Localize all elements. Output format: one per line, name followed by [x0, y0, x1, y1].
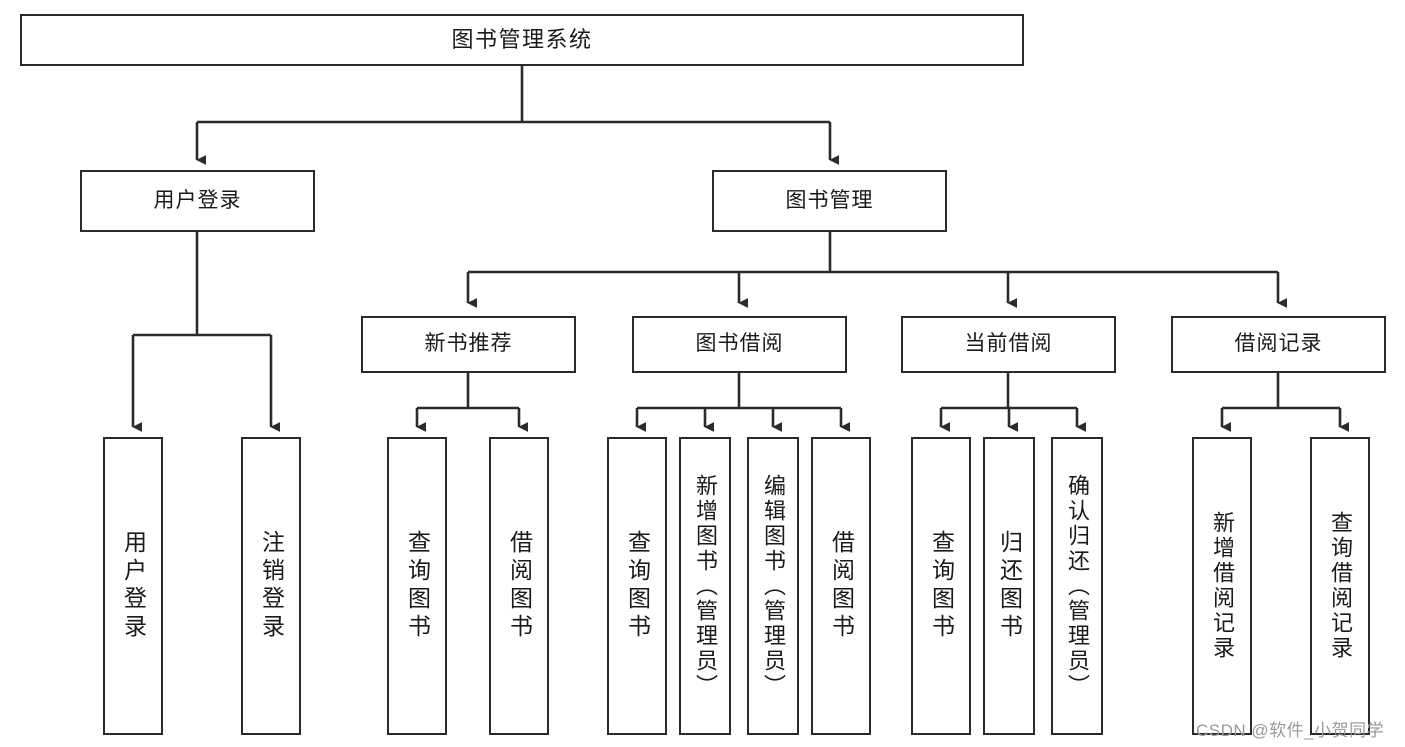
- leaf-new-book-borrow[interactable]: 借阅图书: [489, 437, 549, 735]
- node-book-borrow[interactable]: 图书借阅: [632, 316, 847, 373]
- node-label: 借阅图书: [828, 530, 855, 642]
- node-root-system[interactable]: 图书管理系统: [20, 14, 1024, 66]
- node-label: 查询图书: [624, 530, 651, 642]
- node-label: 借阅图书: [506, 530, 533, 642]
- leaf-book-borrow-query[interactable]: 查询图书: [607, 437, 667, 735]
- leaf-book-borrow-edit-admin[interactable]: 编辑图书（管理员）: [747, 437, 799, 735]
- node-label: 用户登录: [153, 188, 242, 212]
- leaf-current-borrow-return[interactable]: 归还图书: [983, 437, 1035, 735]
- node-label: 用户登录: [120, 530, 147, 642]
- node-user-login[interactable]: 用户登录: [80, 170, 315, 232]
- node-label: 图书管理系统: [451, 27, 593, 53]
- node-label: 新书推荐: [424, 332, 513, 356]
- node-label: 新增图书（管理员）: [693, 473, 718, 699]
- leaf-user-login-login[interactable]: 用户登录: [103, 437, 163, 735]
- node-label: 注销登录: [258, 530, 285, 642]
- node-label: 新增借阅记录: [1210, 511, 1235, 661]
- csdn-watermark: CSDN @软件_小贺同学: [1196, 721, 1385, 740]
- leaf-current-borrow-confirm-admin[interactable]: 确认归还（管理员）: [1051, 437, 1103, 735]
- leaf-borrow-record-add[interactable]: 新增借阅记录: [1192, 437, 1252, 735]
- node-label: 当前借阅: [964, 332, 1053, 356]
- node-label: 图书管理: [785, 188, 874, 212]
- node-label: 图书借阅: [695, 332, 784, 356]
- node-label: 借阅记录: [1234, 332, 1323, 356]
- leaf-current-borrow-query[interactable]: 查询图书: [911, 437, 971, 735]
- node-label: 查询图书: [404, 530, 431, 642]
- leaf-book-borrow-add-admin[interactable]: 新增图书（管理员）: [679, 437, 731, 735]
- node-new-book-recommend[interactable]: 新书推荐: [361, 316, 576, 373]
- node-label: 查询借阅记录: [1328, 511, 1353, 661]
- leaf-new-book-query[interactable]: 查询图书: [387, 437, 447, 735]
- node-label: 编辑图书（管理员）: [761, 473, 786, 699]
- node-label: 归还图书: [996, 530, 1023, 642]
- leaf-borrow-record-query[interactable]: 查询借阅记录: [1310, 437, 1370, 735]
- node-book-management[interactable]: 图书管理: [712, 170, 947, 232]
- node-current-borrow[interactable]: 当前借阅: [901, 316, 1116, 373]
- node-borrow-record[interactable]: 借阅记录: [1171, 316, 1386, 373]
- node-label: 查询图书: [928, 530, 955, 642]
- leaf-user-login-logout[interactable]: 注销登录: [241, 437, 301, 735]
- node-label: 确认归还（管理员）: [1065, 473, 1090, 699]
- leaf-book-borrow-borrow[interactable]: 借阅图书: [811, 437, 871, 735]
